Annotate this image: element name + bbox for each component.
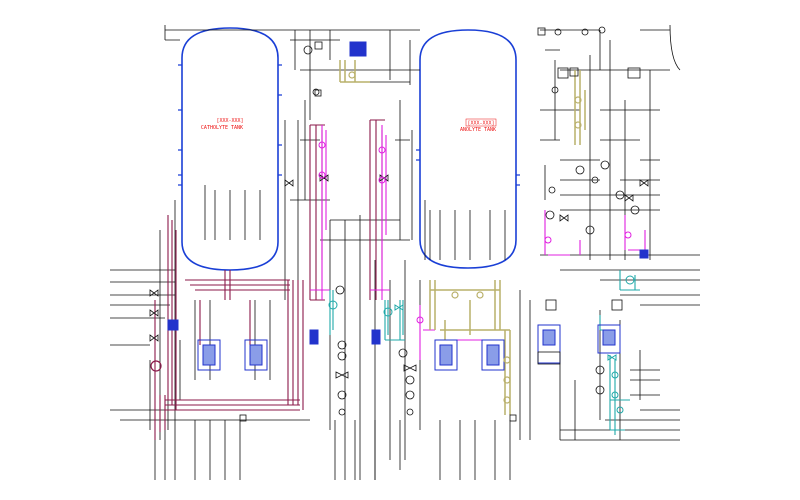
- pump-p3: [434, 339, 458, 371]
- equipment: [167, 41, 649, 371]
- instrument-bubble-icon: [150, 26, 606, 372]
- valve-markers-magenta: [318, 141, 632, 324]
- anolyte-tank-name: ANOLYTE TANK: [460, 127, 496, 133]
- process-lines-maroon: [154, 119, 385, 440]
- valve-markers-teal: [328, 275, 635, 414]
- valve-icon: [149, 86, 649, 416]
- catholyte-tank-tag: [XXX-XXX]: [216, 118, 243, 124]
- pump-p4: [481, 339, 505, 371]
- flange-icon: [239, 27, 641, 422]
- anolyte-tag-box: [465, 118, 497, 127]
- pump-p2: [244, 339, 268, 371]
- pump-p5: [537, 324, 561, 364]
- catholyte-tank-name: CATHOLYTE TANK: [201, 125, 243, 131]
- valve-markers-olive: [348, 71, 582, 404]
- anolyte-tank: [XXX-XXX] ANOLYTE TANK: [416, 29, 520, 269]
- process-lines-olive: [339, 60, 586, 415]
- pump-p1: [197, 339, 221, 371]
- anolyte-tank-tag: [XXX-XXX]: [467, 121, 494, 127]
- anolyte-tank-shell: [419, 29, 517, 269]
- process-lines-black: [110, 24, 700, 480]
- pump-p6: [597, 324, 621, 354]
